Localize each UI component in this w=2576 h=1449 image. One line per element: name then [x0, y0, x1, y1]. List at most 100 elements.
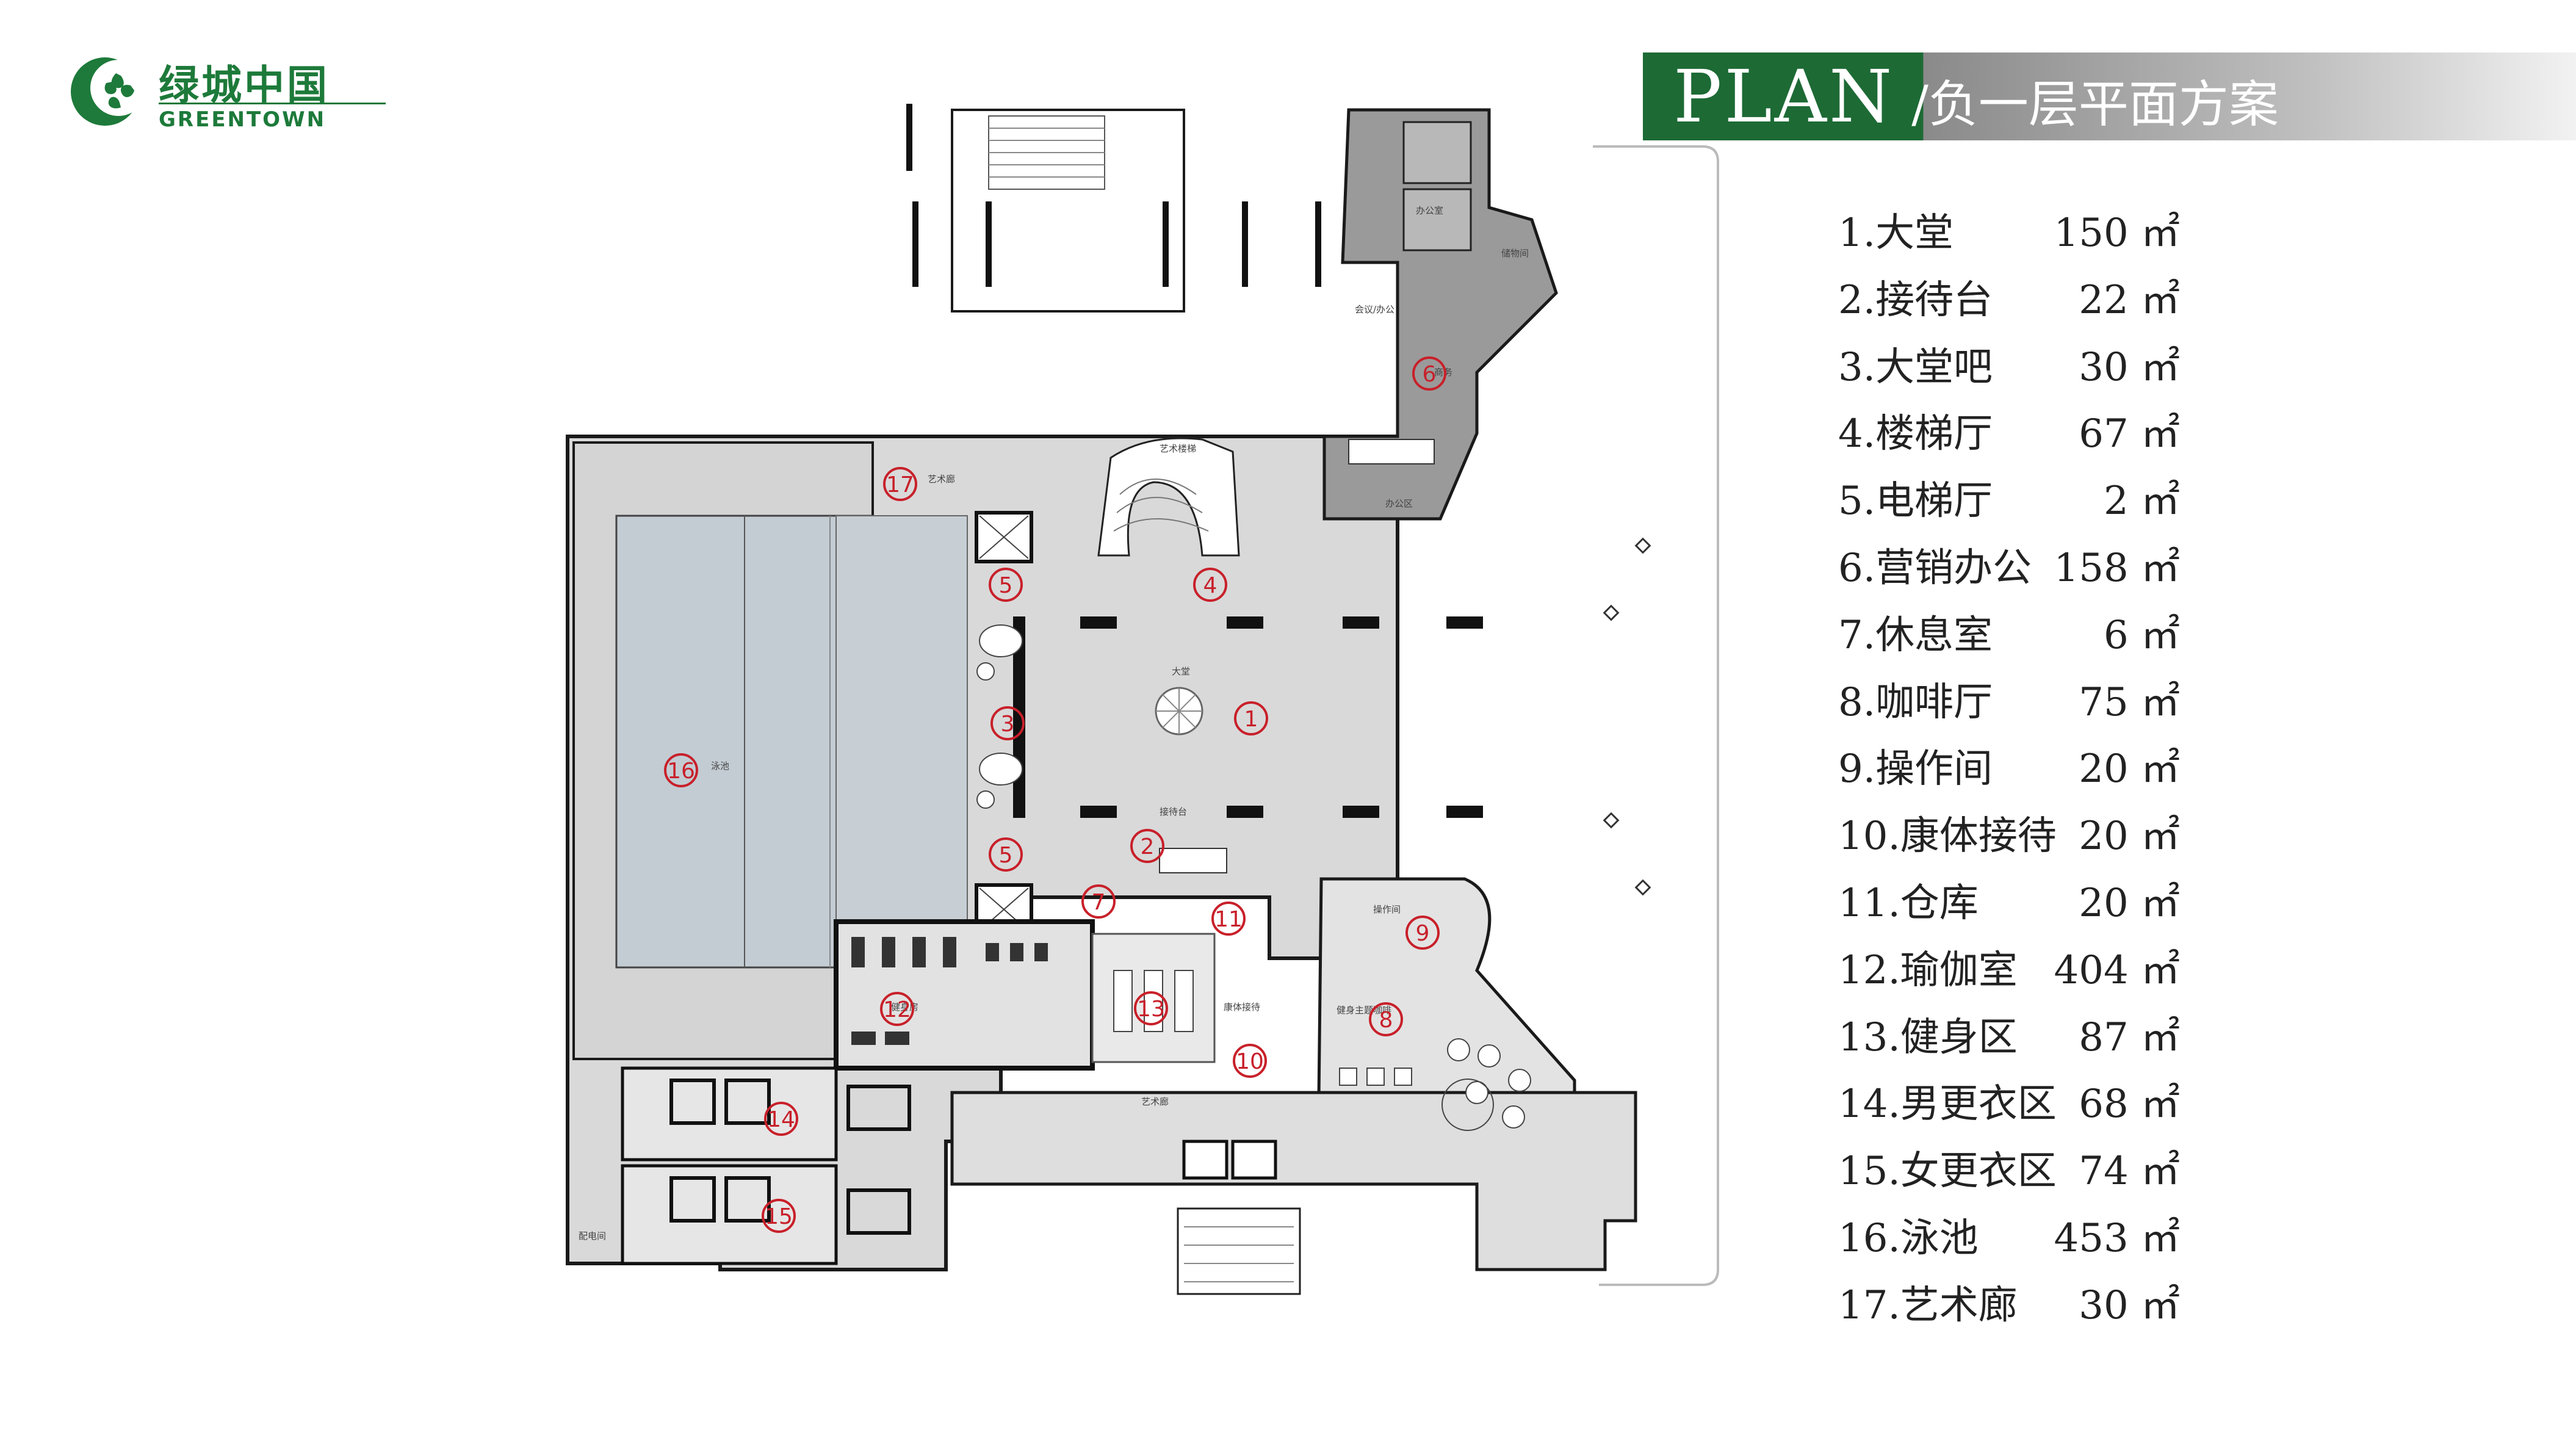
label-cafe: 健身主题咖啡: [1337, 1005, 1391, 1016]
legend-room-name: 12.瑜伽室: [1838, 947, 2018, 993]
brand-name-en: GREENTOWN: [159, 107, 327, 132]
legend-room-name: 10.康体接待: [1838, 814, 2057, 859]
site-boundary: [1593, 145, 1719, 1286]
room-marker-8: 8: [1369, 1002, 1403, 1036]
office-room-a: [1402, 121, 1472, 184]
title-main: PLAN: [1673, 54, 1895, 139]
label-distribution: 配电间: [579, 1230, 606, 1241]
svg-text:2: 2: [1141, 834, 1155, 859]
legend-room-name: 8.咖啡厅: [1838, 679, 1993, 725]
svg-text:5: 5: [999, 573, 1013, 598]
legend-room-area: 87 ㎡: [2079, 1014, 2180, 1060]
svg-text:6: 6: [1423, 362, 1437, 387]
legend-room-name: 7.休息室: [1838, 612, 1993, 658]
legend-room-name: 11.仓库: [1838, 880, 1979, 926]
page-title: PLAN/负一层平面方案: [1673, 57, 2279, 136]
label-sales: 商务: [1434, 367, 1452, 378]
legend-room-name: 4.楼梯厅: [1838, 411, 1993, 457]
lower-stair: [1177, 1207, 1301, 1295]
lobby-bar-seating: [976, 624, 1023, 809]
legend-room-area: 67 ㎡: [2079, 411, 2180, 457]
brand-name-cn: 绿城中国: [159, 62, 330, 109]
svg-text:1: 1: [1244, 707, 1258, 732]
room-marker-17: 17: [883, 467, 917, 501]
svg-text:14: 14: [767, 1107, 795, 1132]
room-marker-14: 14: [764, 1102, 798, 1136]
svg-text:16: 16: [667, 759, 695, 784]
label-reception: 接待台: [1160, 806, 1187, 817]
svg-text:7: 7: [1092, 890, 1106, 915]
label-pool: 泳池: [711, 761, 729, 771]
room-marker-16: 16: [664, 753, 698, 787]
svg-text:9: 9: [1416, 921, 1430, 946]
locker-room-women: [621, 1164, 838, 1265]
room-marker-6: 6: [1412, 356, 1446, 391]
label-fitness-reception: 康体接待: [1224, 1002, 1260, 1013]
svg-text:15: 15: [765, 1204, 793, 1229]
label-elevator-hall: 艺术廊: [1141, 1096, 1169, 1107]
locker-room-men: [621, 1066, 838, 1162]
legend-room-name: 14.男更衣区: [1838, 1082, 2057, 1127]
label-operation: 操作间: [1373, 904, 1401, 915]
art-staircase: [1097, 437, 1240, 557]
title-sub: /负一层平面方案: [1911, 76, 2279, 134]
legend-room-area: 68 ㎡: [2079, 1082, 2180, 1127]
office-wing: [1322, 108, 1558, 521]
room-marker-1: 1: [1234, 701, 1268, 735]
legend-room-area: 30 ㎡: [2079, 1282, 2180, 1328]
legend-room-area: 22 ㎡: [2079, 277, 2180, 323]
room-marker-5b: 5: [989, 837, 1023, 872]
legend-item: 14.男更衣区 68 ㎡: [1838, 1072, 2180, 1140]
legend-room-area: 404 ㎡: [2054, 947, 2181, 993]
room-marker-15: 15: [762, 1199, 796, 1233]
label-art-stair: 艺术楼梯: [1160, 443, 1196, 454]
legend-room-name: 1.大堂: [1838, 211, 1954, 256]
svg-text:3: 3: [1001, 712, 1015, 737]
room-marker-11: 11: [1211, 902, 1246, 936]
legend-item: 2.接待台 22 ㎡: [1838, 269, 2180, 336]
svg-text:8: 8: [1379, 1008, 1393, 1033]
legend-item: 10.康体接待 20 ㎡: [1838, 804, 2180, 872]
room-marker-4: 4: [1193, 568, 1227, 602]
legend-item: 3.大堂吧 30 ㎡: [1838, 336, 2180, 403]
svg-text:10: 10: [1236, 1049, 1264, 1074]
room-marker-9: 9: [1405, 916, 1440, 950]
legend-item: 15.女更衣区 74 ㎡: [1838, 1140, 2180, 1207]
legend-room-name: 5.电梯厅: [1838, 479, 1993, 524]
label-meeting: 会议/办公: [1355, 304, 1394, 315]
legend-room-area: 20 ㎡: [2079, 746, 2180, 792]
gym-equipment: [851, 937, 1048, 1045]
svg-text:4: 4: [1203, 573, 1218, 598]
legend-item: 8.咖啡厅 75 ㎡: [1838, 671, 2180, 738]
reception-desk: [1159, 848, 1227, 873]
office-desk-block: [1348, 439, 1435, 464]
legend-room-area: 453 ㎡: [2054, 1215, 2181, 1261]
lower-core: [950, 1091, 1637, 1271]
room-marker-12: 12: [880, 992, 914, 1026]
pool-shallow: [835, 515, 968, 968]
brand-divider: [159, 103, 386, 104]
svg-text:13: 13: [1137, 997, 1165, 1022]
legend-room-area: 75 ㎡: [2079, 679, 2180, 725]
legend-room-name: 3.大堂吧: [1838, 344, 1993, 390]
legend-room-name: 17.艺术廊: [1838, 1282, 2018, 1328]
legend-room-area: 30 ㎡: [2079, 344, 2180, 390]
legend-room-area: 20 ㎡: [2079, 814, 2180, 859]
label-art-gallery: 艺术廊: [928, 474, 955, 485]
room-marker-7: 7: [1081, 884, 1116, 919]
legend-room-area: 158 ㎡: [2054, 545, 2181, 591]
room-marker-3: 3: [990, 706, 1025, 740]
room-marker-5a: 5: [989, 568, 1023, 602]
legend-room-name: 15.女更衣区: [1838, 1149, 2057, 1194]
legend-room-area: 74 ㎡: [2079, 1149, 2180, 1194]
brand-logo: 绿城中国 GREENTOWN: [67, 49, 386, 134]
legend-room-name: 2.接待台: [1838, 277, 1993, 323]
label-office-room: 办公室: [1416, 205, 1443, 216]
